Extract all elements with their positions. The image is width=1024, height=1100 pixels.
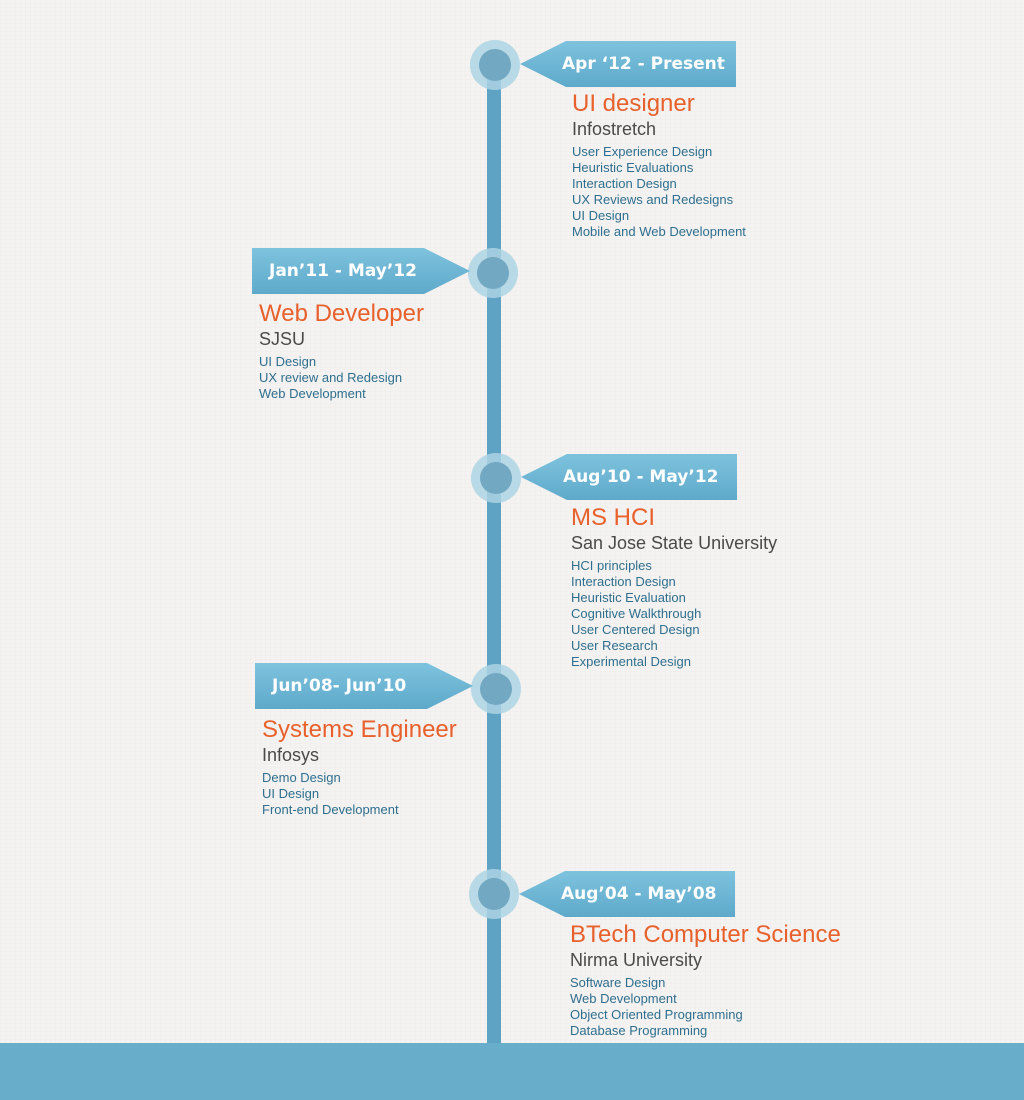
skill-item: Database Programming: [570, 1023, 708, 1038]
entry-title: UI designer: [572, 90, 695, 117]
skill-item: User Experience Design: [572, 144, 713, 159]
skill-item: User Research: [571, 638, 658, 653]
timeline-node-4: [471, 664, 521, 714]
skill-item: Web Development: [259, 386, 366, 401]
skill-list: HCI principles Interaction Design Heuris…: [571, 558, 777, 670]
date-flag-5: Aug’04 - May’08: [519, 871, 735, 917]
entry-organization: Nirma University: [570, 950, 703, 970]
timeline-entry-4: Systems Engineer Infosys Demo Design UI …: [262, 717, 457, 818]
skill-item: Object Oriented Programming: [570, 1007, 743, 1022]
skill-item: UI Design: [572, 208, 630, 223]
entry-title: Systems Engineer: [262, 716, 457, 743]
skill-item: UI Design: [262, 786, 320, 801]
skill-item: Experimental Design: [571, 654, 691, 669]
entry-organization: SJSU: [259, 329, 306, 349]
timeline-entry-3: MS HCI San Jose State University HCI pri…: [571, 505, 777, 670]
skill-item: Front-end Development: [262, 802, 399, 817]
timeline-line: [487, 62, 501, 1047]
skill-list: Demo Design UI Design Front-end Developm…: [262, 770, 457, 818]
timeline-entry-2: Web Developer SJSU UI Design UX review a…: [259, 301, 424, 402]
skill-item: Heuristic Evaluations: [572, 160, 694, 175]
skill-item: UI Design: [259, 354, 317, 369]
skill-list: User Experience Design Heuristic Evaluat…: [572, 144, 746, 240]
skill-item: Heuristic Evaluation: [571, 590, 686, 605]
timeline-node-5: [469, 869, 519, 919]
timeline-entry-1: UI designer Infostretch User Experience …: [572, 91, 746, 240]
skill-item: UX review and Redesign: [259, 370, 403, 385]
skill-item: Mobile and Web Development: [572, 224, 746, 239]
skill-item: Interaction Design: [571, 574, 676, 589]
skill-item: Web Development: [570, 991, 677, 1006]
timeline-node-2: [468, 248, 518, 298]
skill-item: User Centered Design: [571, 622, 700, 637]
timeline-entry-5: BTech Computer Science Nirma University …: [570, 922, 841, 1039]
entry-title: MS HCI: [571, 504, 655, 531]
entry-organization: Infostretch: [572, 119, 657, 139]
date-flag-2: Jan’11 - May’12: [252, 248, 470, 294]
entry-title: BTech Computer Science: [570, 921, 841, 948]
skill-list: Software Design Web Development Object O…: [570, 975, 841, 1039]
skill-item: Cognitive Walkthrough: [571, 606, 702, 621]
entry-organization: Infosys: [262, 745, 320, 765]
timeline-node-1: [470, 40, 520, 90]
entry-organization: San Jose State University: [571, 533, 778, 553]
skill-item: UX Reviews and Redesigns: [572, 192, 734, 207]
skill-item: Demo Design: [262, 770, 341, 785]
skill-list: UI Design UX review and Redesign Web Dev…: [259, 354, 424, 402]
skill-item: Software Design: [570, 975, 666, 990]
skill-item: HCI principles: [571, 558, 652, 573]
date-flag-4: Jun’08- Jun’10: [255, 663, 473, 709]
footer-bar: [0, 1043, 1024, 1100]
skill-item: Interaction Design: [572, 176, 677, 191]
timeline-node-3: [471, 453, 521, 503]
entry-title: Web Developer: [259, 300, 424, 327]
date-flag-3: Aug’10 - May’12: [521, 454, 737, 500]
date-flag-1: Apr ‘12 - Present: [520, 41, 736, 87]
